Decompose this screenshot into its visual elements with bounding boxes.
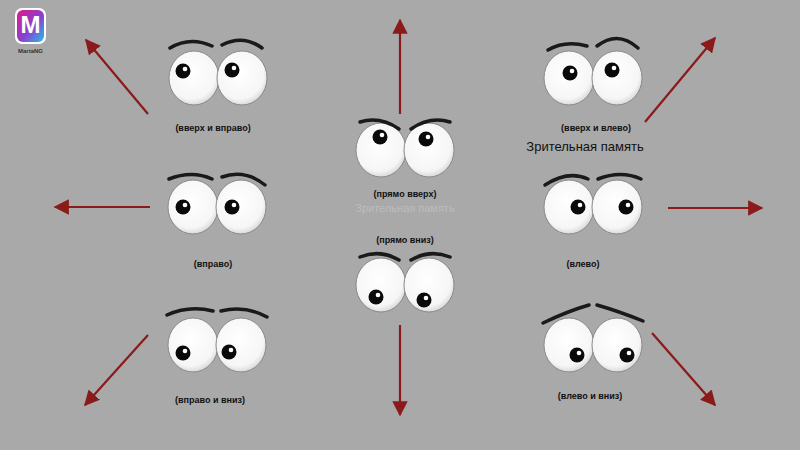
eye-pair: [167, 309, 267, 372]
eye-pair: [356, 120, 454, 177]
direction-arrows: [55, 20, 762, 415]
eye-pair: [356, 254, 454, 312]
direction-label: (прямо вверх): [374, 189, 437, 199]
eye-pair: [544, 175, 642, 235]
caption-text: Зрительная память: [526, 140, 643, 155]
direction-label: (вправо и вниз): [175, 395, 245, 405]
eye-pairs: [167, 38, 643, 372]
logo-letter: M: [21, 11, 41, 39]
direction-label: (влево): [567, 259, 600, 269]
direction-label: (вверх и вправо): [175, 123, 250, 133]
eye-pair: [169, 40, 267, 105]
eye-pair: [544, 38, 642, 105]
direction-label: (влево и вниз): [558, 391, 622, 401]
direction-label: (вправо): [194, 259, 232, 269]
logo: [15, 8, 46, 44]
eye-pair: [543, 305, 643, 372]
direction-label: (прямо вниз): [376, 235, 434, 245]
eye-pair: [168, 174, 266, 234]
logo-name: MartaNG: [18, 48, 43, 55]
direction-label: (вверх и влево): [561, 123, 631, 133]
watermark: Зрительная память: [355, 202, 454, 215]
